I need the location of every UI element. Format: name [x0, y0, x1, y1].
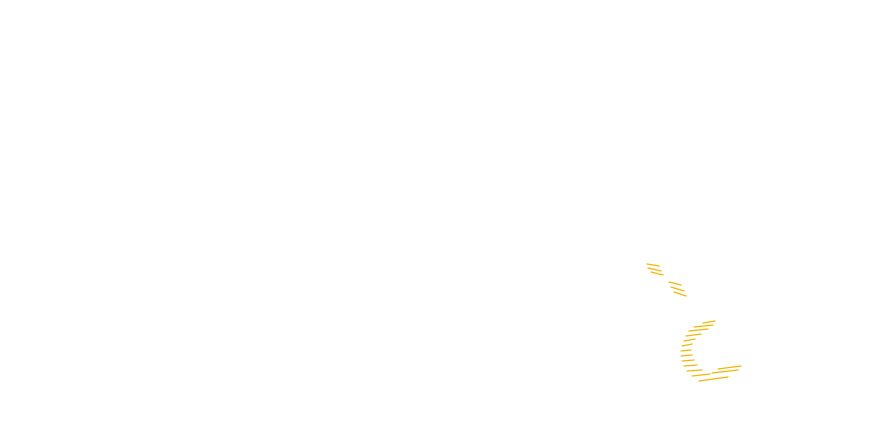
- hatch-line: [681, 359, 695, 362]
- dash-line: [650, 271, 664, 276]
- hatch-line: [688, 328, 709, 332]
- hatch-line: [683, 364, 698, 367]
- hatch-line: [717, 365, 742, 370]
- hatch-line: [681, 343, 693, 347]
- dash-line: [670, 286, 685, 292]
- dash-line: [646, 263, 660, 267]
- hatch-line: [698, 376, 729, 382]
- hatch-line: [686, 369, 703, 372]
- hatch-line: [685, 333, 702, 337]
- dash-line: [647, 267, 662, 272]
- hatch-line: [711, 369, 739, 374]
- dash-line: [668, 281, 682, 286]
- hatch-line: [693, 324, 714, 328]
- dash-line: [673, 291, 687, 297]
- hatch-line: [683, 338, 696, 342]
- hatch-line: [680, 349, 692, 352]
- hatch-line: [691, 373, 711, 377]
- hatch-line: [702, 320, 716, 324]
- hatched-crescent-mark: [680, 320, 742, 382]
- hatched-dash-marks: [646, 263, 687, 297]
- hatch-line: [680, 354, 693, 357]
